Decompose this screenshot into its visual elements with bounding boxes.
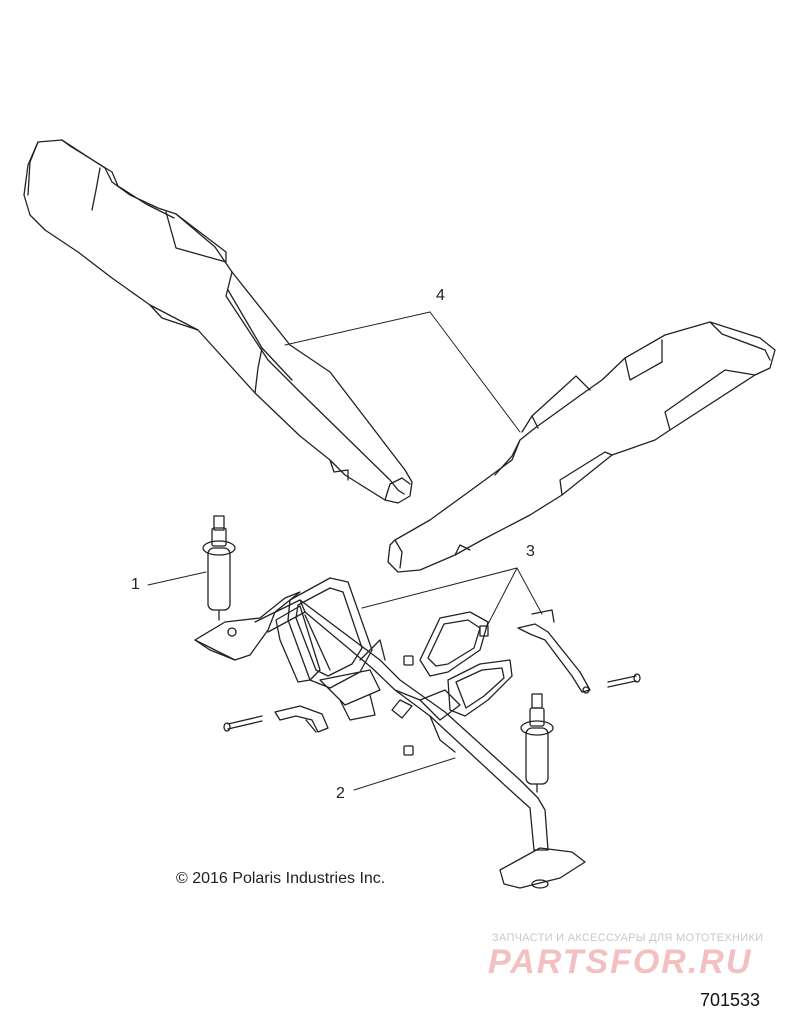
right-handle-cover <box>387 321 776 573</box>
right-latch-link <box>517 609 591 694</box>
left-grip-pin <box>202 515 236 621</box>
right-grip-pin <box>520 693 554 793</box>
nut-lower <box>403 745 414 756</box>
callout-4-leaders <box>284 311 521 433</box>
callout-3-leaders <box>361 567 543 629</box>
left-handle-cover <box>23 139 413 504</box>
watermark-brand: PARTSFOR.RU <box>488 943 753 981</box>
right-bolt <box>607 673 641 688</box>
copyright-notice: © 2016 Polaris Industries Inc. <box>176 870 386 887</box>
callout-4: 4 <box>436 287 445 304</box>
callout-1: 1 <box>131 576 140 593</box>
right-footrest-pad <box>419 611 513 717</box>
callout-2-leader <box>353 757 456 791</box>
nut-upper <box>403 655 414 666</box>
footrest-frame <box>194 591 586 889</box>
left-bolt <box>223 715 263 732</box>
reference-number: 701533 <box>700 990 761 1010</box>
watermark-tagline: ЗАПЧАСТИ И АКСЕССУАРЫ ДЛЯ МОТОТЕХНИКИ <box>492 932 764 944</box>
callout-2: 2 <box>336 785 345 802</box>
callout-3: 3 <box>526 543 535 560</box>
callout-1-leader <box>147 571 207 586</box>
left-latch-bracket <box>274 705 329 733</box>
left-footrest-pad <box>275 577 373 689</box>
